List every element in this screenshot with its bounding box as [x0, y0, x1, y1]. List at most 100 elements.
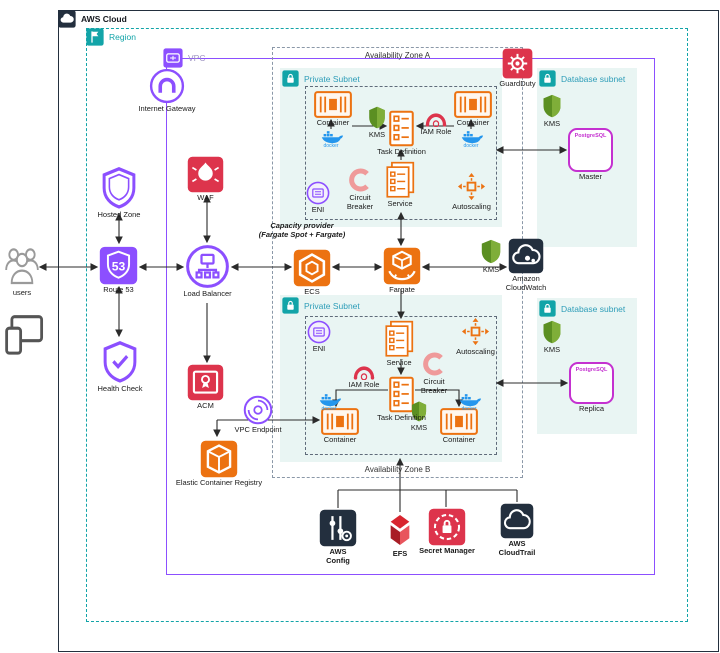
aws-config-label: AWS Config — [310, 547, 366, 565]
postgresql-replica-engine-label: PostgreSQL — [575, 367, 608, 373]
container-b2-label: Container — [442, 435, 476, 444]
users-label: users — [12, 288, 32, 297]
load-balancer — [185, 244, 230, 289]
kms-center-label: KMS — [482, 265, 500, 274]
region — [86, 28, 688, 622]
service-a-label: Service — [387, 199, 413, 208]
private-subnet-a-icon — [282, 70, 299, 87]
iam-role-b-label: IAM Role — [348, 380, 380, 389]
availability-zones-label-top: Availability Zone A — [364, 51, 431, 60]
health-check-label: Health Check — [97, 384, 143, 393]
route-53: 53 — [99, 246, 138, 285]
aws-config — [319, 509, 357, 547]
vpc-endpoint — [243, 395, 273, 425]
waf-label: WAF — [197, 193, 214, 202]
availability-zones-label-bottom: Availability Zone B — [364, 465, 431, 474]
service-b-label: Service — [386, 358, 412, 367]
kms-db-a-label: KMS — [543, 119, 561, 128]
postgresql-master-label: Master — [579, 172, 602, 181]
postgresql-master-engine-label: PostgreSQL — [574, 133, 607, 139]
hosted-zone — [98, 164, 140, 210]
circuit-breaker-a-label-2: Breaker — [346, 201, 374, 211]
container-a2-label: Container — [456, 118, 490, 127]
circuit-breaker-a-label: Circuit Breaker — [332, 193, 388, 211]
health-check — [99, 338, 141, 384]
autoscaling-b — [460, 316, 491, 347]
circuit-breaker-b-label: Circuit Breaker — [406, 377, 462, 395]
fargate-label: Fargate — [389, 285, 415, 294]
elastic-container-registry — [200, 440, 238, 478]
secret-manager-label: Secret Manager — [419, 546, 475, 555]
docker-b1 — [317, 392, 341, 407]
task-definition-b-label: Task Definition — [377, 413, 426, 422]
elastic-container-registry-label: Elastic Container Registry — [175, 478, 263, 487]
aws-cloud-icon — [58, 10, 76, 28]
docker-a2-label: docker — [463, 143, 479, 149]
devices — [4, 310, 46, 356]
database-subnet-b-label: Database subnet — [561, 304, 626, 314]
waf — [187, 156, 224, 193]
database-subnet-a-label: Database subnet — [561, 74, 626, 84]
vpc-label: VPC — [188, 53, 206, 63]
internet-gateway — [149, 68, 185, 104]
aws-cloud-label: AWS Cloud — [81, 14, 127, 24]
task-definition-a-label: Task Definition — [377, 147, 426, 156]
postgresql-master: PostgreSQL — [568, 128, 613, 172]
kms-b — [409, 399, 429, 423]
container-a1 — [314, 91, 352, 118]
cloudwatch-label: Amazon CloudWatch — [498, 274, 554, 292]
efs — [384, 511, 416, 549]
private-subnet-a-label: Private Subnet — [304, 74, 360, 84]
docker-a1-label: docker — [323, 143, 339, 149]
circuit-breaker-a — [347, 167, 373, 193]
cloudtrail — [500, 503, 534, 539]
docker-a2 — [459, 129, 483, 144]
route-53-label: Route 53 — [103, 285, 134, 294]
eni-b — [307, 320, 331, 344]
docker-a1 — [319, 129, 343, 144]
cloudwatch — [508, 238, 544, 274]
eni-a-label: ENI — [311, 205, 325, 214]
docker-b2 — [457, 392, 481, 407]
capacity-provider-note-line-1: Capacity provider — [270, 221, 334, 230]
autoscaling-b-label: Autoscaling — [456, 347, 495, 356]
private-subnet-b-icon — [282, 297, 299, 314]
fargate — [383, 247, 421, 285]
ecs — [293, 249, 331, 287]
eni-b-label: ENI — [312, 344, 326, 353]
vpc — [166, 58, 655, 575]
aws-cloud — [58, 10, 719, 652]
vpc-icon — [163, 48, 183, 68]
region-icon — [86, 28, 104, 46]
kms-center — [478, 237, 504, 265]
service-b — [384, 320, 414, 358]
cloudwatch-label-2: CloudWatch — [505, 282, 547, 292]
docker-b1-label: docker — [321, 406, 337, 412]
docker-b2-label: docker — [461, 406, 477, 412]
guardduty-label: GuardDuty — [499, 79, 536, 88]
hosted-zone-label: Hosted Zone — [97, 210, 141, 219]
svg-text:53: 53 — [112, 259, 126, 273]
iam-role-b — [352, 362, 376, 380]
internet-gateway-label: Internet Gateway — [138, 104, 196, 113]
acm-label: ACM — [197, 401, 214, 410]
efs-label: EFS — [392, 549, 408, 558]
vpc-endpoint-label: VPC Endpoint — [234, 425, 282, 434]
autoscaling-a — [456, 171, 487, 202]
cloudtrail-label: AWS CloudTrail — [489, 539, 545, 557]
service-a — [385, 161, 415, 199]
kms-db-b-label: KMS — [543, 345, 561, 354]
cloudtrail-label-2: CloudTrail — [498, 547, 536, 557]
circuit-breaker-b — [421, 351, 447, 377]
region-label: Region — [109, 32, 136, 42]
aws-config-label-2: Config — [326, 555, 350, 565]
autoscaling-a-label: Autoscaling — [452, 202, 491, 211]
database-subnet-b-icon — [539, 300, 556, 317]
database-subnet-a-icon — [539, 70, 556, 87]
container-b2 — [440, 408, 478, 435]
capacity-provider-note: Capacity provider(Fargate Spot + Fargate… — [241, 221, 363, 239]
kms-a — [366, 104, 388, 130]
iam-role-a-label: IAM Role — [420, 127, 452, 136]
task-definition-a — [388, 110, 415, 147]
